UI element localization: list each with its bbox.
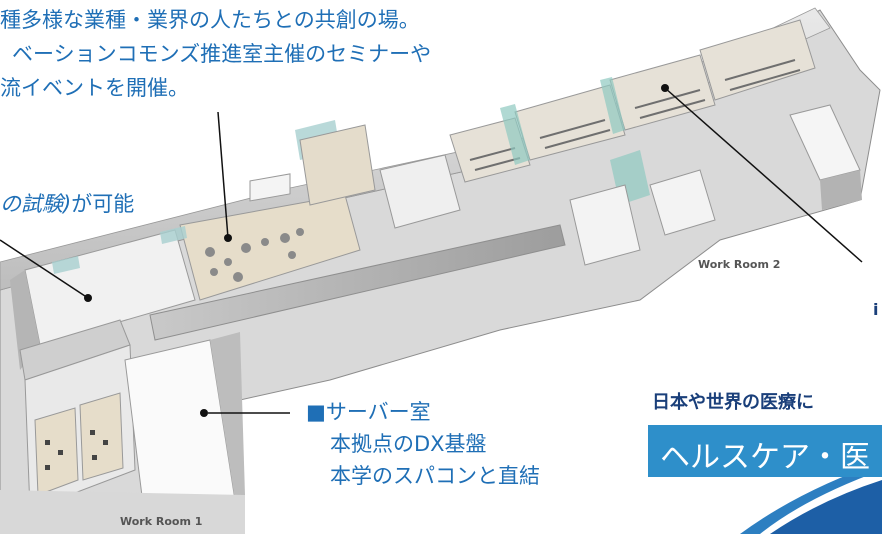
top-caption-line1: 種多様な業種・業界の人たちとの共創の場。 xyxy=(0,8,420,32)
server-caption-title: サーバー室 xyxy=(325,400,431,424)
right-fragment: i xyxy=(873,300,879,319)
right-banner-text: ヘルスケア・医 xyxy=(660,440,870,475)
server-caption-line2: 本拠点のDX基盤 xyxy=(330,432,487,456)
work-room-2-label: Work Room 2 xyxy=(698,258,781,271)
right-subtitle: 日本や世界の医療に xyxy=(652,392,814,413)
left-caption-italic: の試験) xyxy=(0,192,72,216)
server-caption-square: ■ xyxy=(306,400,326,424)
left-caption-rest: が可能 xyxy=(71,192,135,216)
right-banner: ヘルスケア・医 xyxy=(648,425,882,477)
server-caption-line1: ■サーバー室 xyxy=(306,396,431,426)
top-caption-line2: ベーションコモンズ推進室主催のセミナーや xyxy=(12,42,432,66)
top-caption-line3: 流イベントを開催。 xyxy=(0,76,189,100)
left-caption: の試験)が可能 xyxy=(0,188,134,218)
work-room-1-label: Work Room 1 xyxy=(120,515,203,528)
server-caption-line3: 本学のスパコンと直結 xyxy=(330,464,540,488)
